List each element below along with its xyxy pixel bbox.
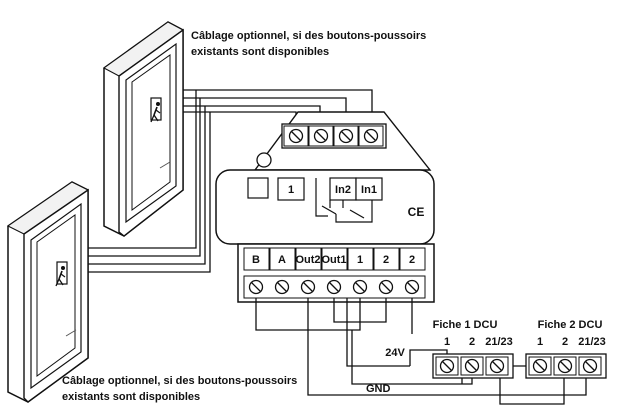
relay-module: 1 In2 In1 CE B A Out2 Out1 1 2 [215, 111, 435, 303]
note-top-line-2: existants sont disponibles [191, 46, 329, 58]
fiche-1-pin-3-label: 21/23 [485, 336, 513, 348]
fiche-2-pin-1-label: 1 [537, 336, 543, 348]
terminal-label-2b: 2 [409, 254, 415, 266]
screw-terminal-icon [435, 356, 459, 376]
screw-terminal-icon [308, 125, 334, 147]
screw-terminal-icon [578, 356, 602, 376]
fiche-1-pin-2-label: 2 [469, 336, 475, 348]
screw-terminal-icon [274, 279, 290, 295]
note-top-line-1: Câblage optionnel, si des boutons-pousso… [191, 30, 426, 42]
note-bottom-line-2: existants sont disponibles [62, 391, 200, 403]
relay-label-1: 1 [288, 184, 294, 196]
screw-terminal-icon [553, 356, 577, 376]
screw-terminal-icon [378, 279, 394, 295]
screw-terminal-icon [283, 125, 309, 147]
fiche-2-pin-3-label: 21/23 [578, 336, 606, 348]
door-exit-icon [150, 97, 162, 123]
terminal-label-b: B [252, 254, 260, 266]
screw-terminal-icon [528, 356, 552, 376]
ground-label: GND [366, 383, 391, 395]
screw-terminal-icon [326, 279, 342, 295]
fiche-2-connector: Fiche 2 DCU 1 2 21/23 [525, 319, 607, 379]
dcu-wiring [255, 298, 587, 405]
fiche-1-title: Fiche 1 DCU [433, 319, 498, 331]
ce-mark-icon: CE [408, 205, 425, 219]
terminal-label-2: 2 [383, 254, 389, 266]
fiche-1-connector: Fiche 1 DCU 1 2 21/23 [432, 319, 514, 379]
screw-terminal-icon [333, 125, 359, 147]
bottom-terminal-labels: B A Out2 Out1 1 2 2 [243, 247, 426, 271]
terminal-label-a: A [278, 254, 286, 266]
screw-terminal-icon [460, 356, 484, 376]
terminal-label-out1: Out1 [321, 254, 346, 266]
top-terminals [283, 125, 384, 147]
relay-label-in1: In1 [361, 184, 377, 196]
terminal-label-1: 1 [357, 254, 363, 266]
relay-switch-symbol [315, 178, 373, 223]
note-bottom-line-1: Câblage optionnel, si des boutons-pousso… [62, 375, 297, 387]
screw-terminal-icon [300, 279, 316, 295]
screw-terminal-icon [485, 356, 509, 376]
fiche-2-pin-2-label: 2 [562, 336, 568, 348]
push-button-top [103, 21, 184, 237]
bottom-terminals [243, 275, 426, 299]
screw-terminal-icon [358, 125, 384, 147]
voltage-label: 24V [385, 347, 405, 359]
fiche-1-pin-1-label: 1 [444, 336, 450, 348]
relay-label-in2: In2 [335, 184, 351, 196]
screw-terminal-icon [352, 279, 368, 295]
door-exit-icon [55, 261, 68, 287]
fiche-2-title: Fiche 2 DCU [538, 319, 603, 331]
terminal-label-out2: Out2 [295, 254, 320, 266]
screw-terminal-icon [248, 279, 264, 295]
screw-terminal-icon [404, 279, 420, 295]
optional-wiring [88, 89, 373, 273]
push-button-bottom [7, 181, 89, 403]
